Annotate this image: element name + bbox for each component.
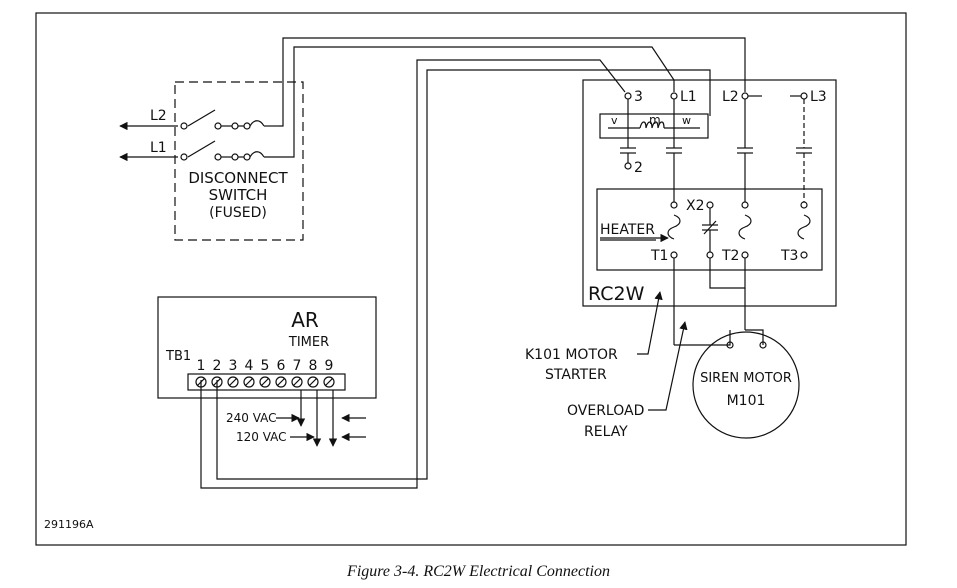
terminal-screw [307, 376, 319, 388]
timer-voltage-arrows [276, 390, 366, 447]
terminal-screw [275, 376, 287, 388]
feed-wires [279, 37, 746, 158]
figure-caption: Figure 3-4. RC2W Electrical Connection [347, 563, 610, 580]
terminal-number: 1 [197, 358, 206, 374]
x2-label: X2 [686, 198, 705, 214]
terminal-screws [195, 376, 335, 388]
reference-number: 291196A [44, 518, 94, 531]
terminal-l2-label: L2 [722, 89, 739, 105]
callout-leaders [637, 291, 688, 411]
terminal-screw [291, 376, 303, 388]
timer-subtitle: TIMER [288, 335, 329, 350]
terminal-number: 8 [309, 358, 318, 374]
terminal-screw [243, 376, 255, 388]
terminal-number: 2 [213, 358, 222, 374]
terminal-screw [227, 376, 239, 388]
starter-name: RC2W [588, 283, 645, 305]
terminal-screw [323, 376, 335, 388]
terminal-l1-label: L1 [680, 89, 697, 105]
heater-label: HEATER [600, 222, 655, 238]
motor-label-2: M101 [727, 393, 766, 409]
v240-label: 240 VAC [226, 411, 277, 425]
outer-frame [35, 12, 907, 546]
disconnect-l1-label: L1 [150, 140, 167, 156]
v120-label: 120 VAC [236, 430, 287, 444]
terminal-number: 6 [277, 358, 286, 374]
terminal-2-label: 2 [634, 160, 643, 176]
coil-w-label: w [682, 114, 691, 127]
siren-motor [692, 331, 800, 439]
disconnect-title-2: SWITCH [209, 186, 268, 204]
terminal-number: 9 [325, 358, 334, 374]
k101-label-1: K101 MOTOR [525, 347, 618, 363]
t2-label: T2 [721, 248, 739, 264]
overload-label-1: OVERLOAD [567, 403, 644, 419]
terminal-l3-label: L3 [810, 89, 827, 105]
terminal-strip [187, 373, 346, 391]
disconnect-switch [119, 109, 290, 162]
coil-box [599, 113, 709, 139]
timer-title: AR [291, 308, 319, 332]
starter-box [582, 79, 837, 307]
disconnect-title-1: DISCONNECT [188, 169, 288, 187]
starter-internals [600, 92, 812, 345]
t3-label: T3 [780, 248, 798, 264]
overload-label-2: RELAY [584, 424, 628, 440]
disconnect-l2-label: L2 [150, 108, 167, 124]
terminal-screw [211, 376, 223, 388]
terminal-number: 3 [229, 358, 238, 374]
terminal-screw [259, 376, 271, 388]
t1-label: T1 [650, 248, 668, 264]
terminal-number: 7 [293, 358, 302, 374]
terminal-3-label: 3 [634, 89, 643, 105]
tb1-label: TB1 [165, 349, 191, 364]
terminal-screw [195, 376, 207, 388]
disconnect-title-3: (FUSED) [209, 205, 267, 221]
motor-wiring [674, 329, 764, 346]
disconnect-switch-box [174, 81, 304, 241]
control-wires [200, 59, 711, 489]
motor-label-1: SIREN MOTOR [700, 371, 792, 386]
coil-m-label: m [649, 113, 661, 127]
timer-box [157, 296, 377, 399]
coil-v-label: v [611, 114, 618, 127]
terminal-number: 4 [245, 358, 254, 374]
terminal-number: 5 [261, 358, 270, 374]
k101-label-2: STARTER [545, 367, 607, 383]
